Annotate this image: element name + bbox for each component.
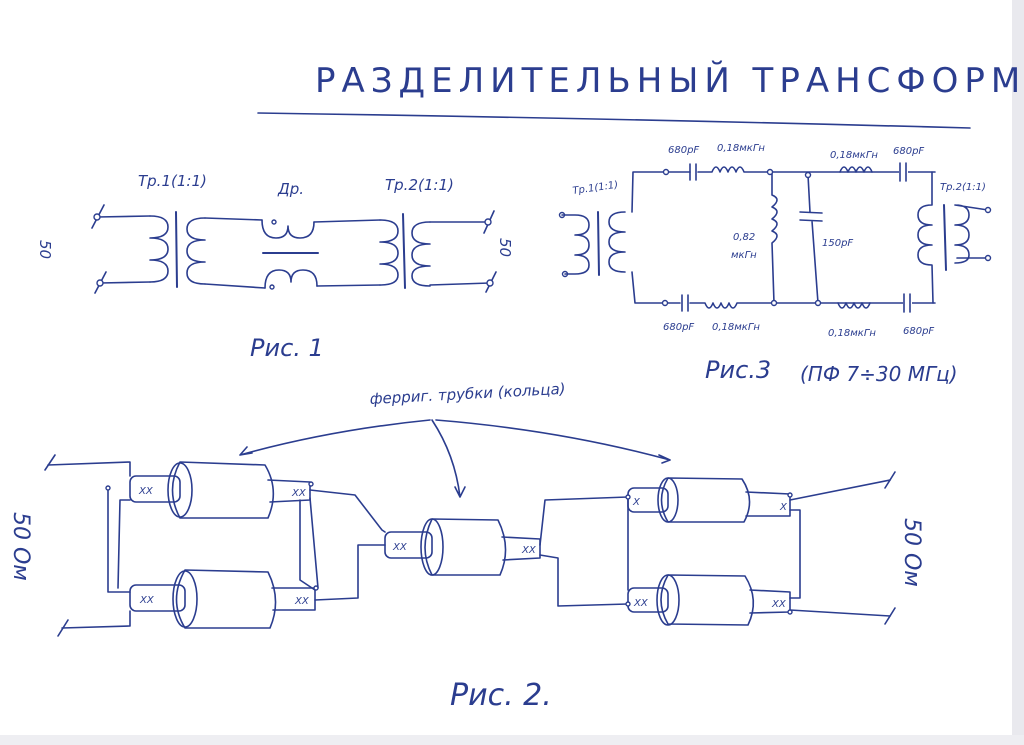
fig2-right-impedance: 50 Ом	[899, 518, 924, 587]
choke-top-coil	[261, 219, 315, 239]
fig1-right-impedance: 50	[496, 238, 514, 257]
fig3-ind-top-left: 0,18мкГн	[717, 143, 765, 154]
ferrite-tube-3: XX XX	[384, 518, 541, 576]
svg-text:X: X	[632, 497, 641, 508]
fig3-caption-note: (ПФ 7÷30 МГц)	[800, 362, 958, 386]
tr2-primary-coil	[379, 219, 399, 286]
title-underline	[257, 112, 971, 129]
fig3-cap-top-left: 680pF	[668, 145, 699, 156]
ferrite-tube-5: XX XX	[627, 574, 791, 626]
arrow-to-tube-3	[431, 419, 466, 498]
fig3-ind-bot-left: 0,18мкГн	[712, 322, 760, 333]
svg-text:XX: XX	[633, 598, 649, 609]
page-title: РАЗДЕЛИТЕЛЬНЫЙ ТРАНСФОРМАТОР	[315, 60, 1024, 101]
fig3-cap-shunt: 150pF	[822, 238, 853, 249]
fig3-ind-shunt-unit: мкГн	[731, 250, 757, 261]
fig3-ind-top-right: 0,18мкГн	[830, 150, 878, 161]
arrow-to-tube-4	[435, 419, 671, 464]
svg-text:XX: XX	[392, 542, 408, 553]
fig1-left-impedance: 50	[36, 240, 54, 259]
arrow-to-tube-1	[239, 419, 431, 456]
tr2-core	[402, 213, 406, 289]
fig2-caption: Рис. 2.	[450, 678, 552, 713]
fig1-tr2-label: Тр.2(1:1)	[385, 176, 454, 194]
svg-text:XX: XX	[521, 545, 537, 556]
ferrite-tube-2: XX XX	[129, 569, 316, 629]
svg-text:XX: XX	[139, 595, 155, 606]
fig2-left-impedance: 50 Ом	[8, 512, 33, 581]
fig1-tr1-label: Тр.1(1:1)	[138, 172, 207, 190]
tr1-core	[175, 211, 178, 288]
choke-bottom-coil	[264, 269, 318, 289]
ferrite-tube-1: XX XX	[129, 461, 311, 519]
fig3-ind-bot-right: 0,18мкГн	[828, 328, 876, 339]
tr1-primary-coil	[149, 215, 169, 283]
svg-text:XX: XX	[138, 486, 154, 497]
svg-text:XX: XX	[291, 488, 307, 499]
svg-text:XX: XX	[771, 599, 787, 610]
fig3-tr2-label: Тр.2(1:1)	[940, 182, 986, 193]
tr2-secondary-coil	[411, 221, 431, 287]
fig3-cap-top-right: 680pF	[893, 146, 924, 157]
svg-text:X: X	[779, 502, 788, 513]
figure-1: Тр.1(1:1) Др. Тр.2(1:1) 50 50 Рис. 1	[36, 172, 514, 362]
fig1-caption: Рис. 1	[250, 334, 324, 362]
svg-text:XX: XX	[294, 596, 310, 607]
fig3-cap-bot-right: 680pF	[903, 326, 934, 337]
fig3-caption: Рис.3	[705, 356, 771, 384]
fig1-choke-label: Др.	[277, 180, 304, 198]
fig3-ind-shunt: 0,82	[733, 232, 755, 243]
fig3-cap-bot-left: 680pF	[663, 322, 694, 333]
tr1-secondary-coil	[186, 217, 206, 285]
paper-edge	[1012, 0, 1024, 745]
